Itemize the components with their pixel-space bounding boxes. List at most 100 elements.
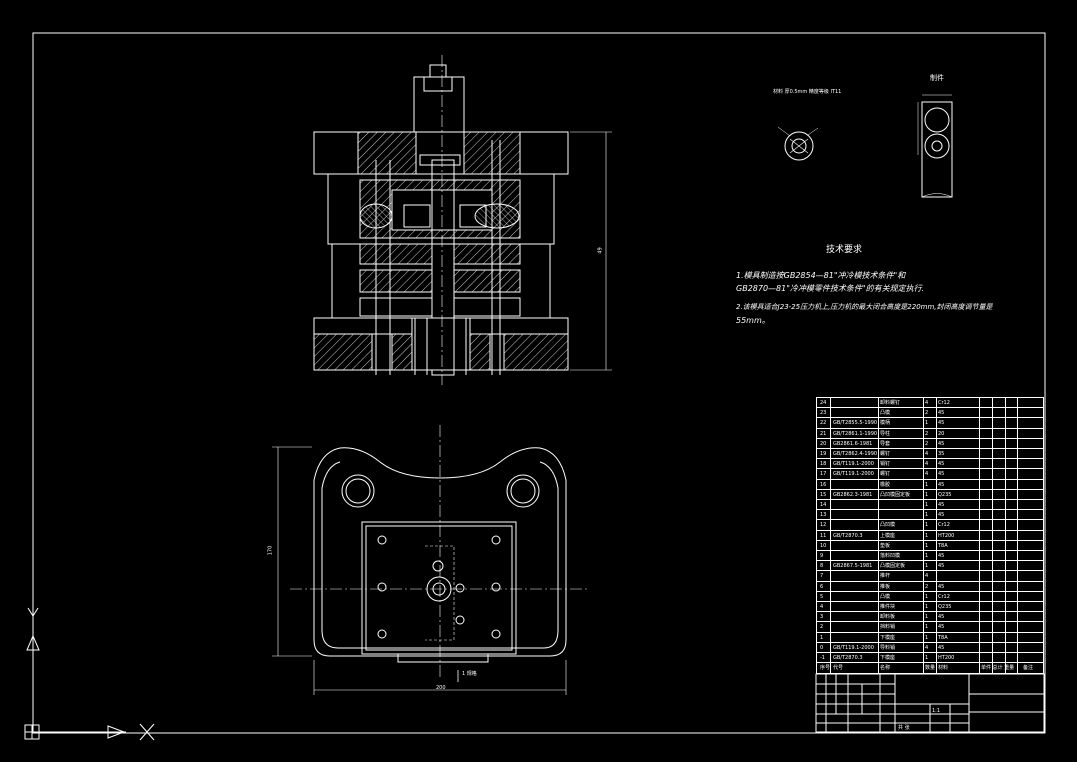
bom-cell-mat: 45 <box>938 461 945 468</box>
tech-req-title: 技术要求 <box>826 245 863 255</box>
bom-cell-qty: 4 <box>925 461 929 468</box>
bom-cell-mat: 45 <box>938 410 945 417</box>
bom-cell-no: 7 <box>820 573 824 580</box>
bom-cell-qty: 2 <box>925 430 929 437</box>
bom-cell-mat: HT200 <box>938 655 955 661</box>
bom-cell-mat: HT200 <box>938 532 955 539</box>
dim-width-label: 200 <box>436 685 446 691</box>
bom-cell-mat: 45 <box>938 553 945 559</box>
bom-cell-qty: 1 <box>925 522 929 529</box>
bom-header-qty: 数量 <box>925 665 935 672</box>
bom-cell-std: GB/T2861.1-1990 <box>833 430 877 437</box>
bom-cell-mat: Q235 <box>938 604 952 610</box>
part-detail <box>777 94 953 198</box>
bom-header-remark: 备注 <box>1023 665 1034 672</box>
bom-cell-name: 卸料板 <box>880 614 896 621</box>
part-spec: 材料 厚0.5mm 精度等级 IT11 <box>773 89 842 95</box>
bom-cell-no: -1 <box>820 655 825 661</box>
bom-cell-std: GB/T2855.5-1990 <box>833 420 877 427</box>
bom-cell-no: 22 <box>820 420 827 427</box>
bom-cell-mat: 45 <box>938 644 945 651</box>
bom-cell-no: 5 <box>820 593 824 600</box>
bom-cell-qty: 1 <box>925 604 929 610</box>
bom-cell-no: 21 <box>820 430 827 437</box>
bom-cell-name: 下模座 <box>880 655 896 661</box>
bom-cell-no: 1 <box>820 634 824 641</box>
bom-cell-no: 3 <box>820 614 824 621</box>
bom-header-std: 代号 <box>833 665 844 672</box>
bom-cell-no: 9 <box>820 553 824 559</box>
bom-cell-qty: 1 <box>925 553 929 559</box>
bom-header-no: 序号 <box>820 665 830 672</box>
bom-cell-mat: T8A <box>938 634 948 641</box>
bom-cell-std: GB/T119.1-2000 <box>833 644 874 651</box>
bom-cell-name: 凸凹模 <box>880 522 896 529</box>
bom-cell-std: GB2867.5-1981 <box>833 563 873 570</box>
bom-cell-no: 11 <box>820 532 827 539</box>
bom-cell-mat: 45 <box>938 502 945 508</box>
bom-cell-mat: 45 <box>938 614 945 621</box>
bom-cell-name: 推板 <box>880 583 891 590</box>
tech-req-line-1b: GB2870—81"冷冲模零件技术条件"的有关规定执行. <box>736 284 925 293</box>
bom-cell-no: 2 <box>820 624 824 631</box>
bom-cell-name: 落料凹模 <box>880 553 901 559</box>
bom-cell-qty: 1 <box>925 481 929 488</box>
bom-cell-std: GB/T2862.4-1990 <box>833 451 877 457</box>
bom-cell-qty: 2 <box>925 583 929 590</box>
bom-row: 8 GB2867.5-1981 凸模固定板 1 45 <box>817 561 1043 572</box>
bom-cell-qty: 2 <box>925 410 929 417</box>
bom-cell-qty: 1 <box>925 532 929 539</box>
bom-cell-name: 凸模固定板 <box>880 563 906 570</box>
bom-cell-qty: 1 <box>925 512 929 519</box>
bom-cell-mat: 45 <box>938 471 945 478</box>
bom-cell-mat: 45 <box>938 563 945 570</box>
bom-cell-name: 凸凹模固定板 <box>880 491 911 498</box>
bom-cell-qty: 1 <box>925 563 929 570</box>
bom-header-name: 名称 <box>880 665 891 672</box>
bom-header-row: 序号代号名称数量材料单件 总计 重量备注 <box>817 663 1043 673</box>
bom-cell-qty: 4 <box>925 471 929 478</box>
bom-cell-name: 导套 <box>880 440 891 447</box>
bom-cell-mat: Cr12 <box>938 400 950 406</box>
bom-cell-no: 15 <box>820 491 827 498</box>
bom-cell-no: 13 <box>820 512 827 519</box>
bom-cell-qty: 4 <box>925 400 929 406</box>
bom-cell-name: 凸模 <box>880 410 891 417</box>
bom-cell-no: 4 <box>820 604 824 610</box>
bom-cell-qty: 1 <box>925 655 929 661</box>
bom-cell-qty: 1 <box>925 491 929 498</box>
bom-cell-name: 螺钉 <box>880 451 891 457</box>
bom-cell-qty: 1 <box>925 624 929 631</box>
bom-cell-no: 8 <box>820 563 824 570</box>
bom-cell-no: 0 <box>820 644 824 651</box>
bom-cell-no: 10 <box>820 542 827 549</box>
drawing-frame <box>32 32 1046 734</box>
bom-cell-no: 17 <box>820 471 827 478</box>
bom-cell-mat: 45 <box>938 420 945 427</box>
bom-cell-no: 20 <box>820 440 827 447</box>
bom-cell-name: 模柄 <box>880 420 891 427</box>
bom-cell-std: GB2861.6-1981 <box>833 440 873 447</box>
bom-cell-qty: 4 <box>925 573 929 580</box>
bom-cell-qty: 4 <box>925 644 929 651</box>
bom-cell-mat: Q235 <box>938 491 952 498</box>
bom-cell-no: 23 <box>820 410 827 417</box>
part-label: 制件 <box>930 74 944 82</box>
bom-cell-qty: 1 <box>925 502 929 508</box>
bom-cell-name: 推件块 <box>880 604 896 610</box>
